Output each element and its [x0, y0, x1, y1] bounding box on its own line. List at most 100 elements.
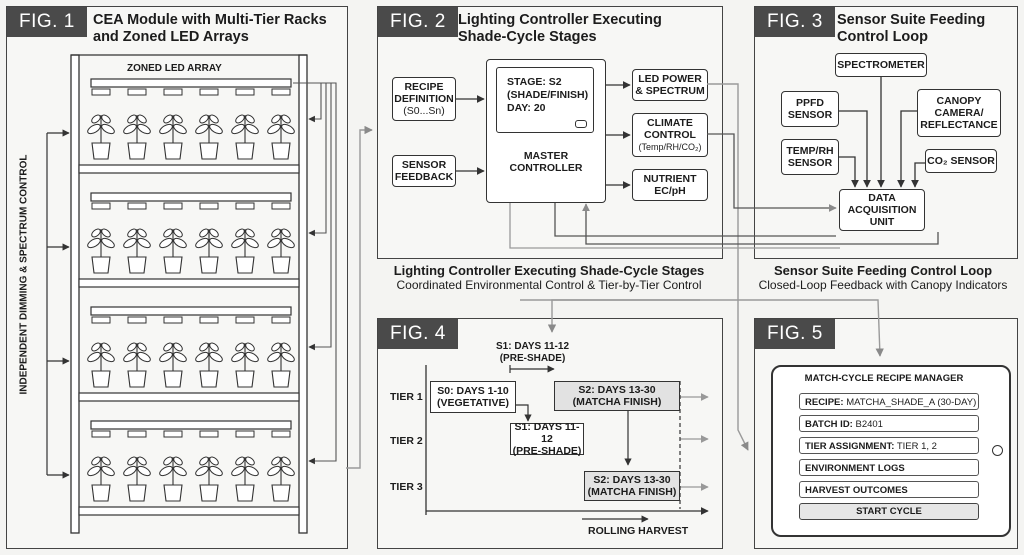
plant-leaf	[245, 228, 255, 238]
plant-leaf	[91, 228, 101, 238]
plant-pot	[199, 142, 219, 160]
plant-pot	[91, 256, 111, 274]
plant-leaf	[271, 114, 281, 124]
fig5-tag: FIG. 5	[755, 319, 835, 349]
plant-leaf	[271, 456, 281, 466]
plant-leaf	[281, 465, 295, 477]
plant-leaf	[127, 228, 137, 238]
plant-leaf	[209, 228, 219, 238]
plant-leaf	[173, 465, 187, 477]
fig3-connectors	[837, 77, 929, 188]
plant-leaf	[245, 465, 259, 477]
led-bar	[90, 78, 292, 88]
plant-leaf	[101, 465, 115, 477]
rack-post-left	[70, 54, 80, 534]
plant-leaf	[281, 228, 291, 238]
tier1-s2-box: S2: DAYS 13-30(MATCHA FINISH)	[554, 381, 680, 411]
rack-shelf	[78, 164, 300, 174]
plant-leaf	[267, 123, 281, 135]
plant-leaf	[173, 342, 183, 352]
led-fixture	[163, 316, 183, 324]
plant-leaf	[159, 237, 173, 249]
batch-id-field[interactable]: BATCH ID: B2401	[799, 415, 979, 432]
led-fixture	[271, 316, 291, 324]
fig1-panel: FIG. 1 CEA Module with Multi-Tier Racks …	[6, 6, 348, 549]
plant-leaf	[137, 465, 151, 477]
led-fixture	[91, 202, 111, 210]
plant-leaf	[87, 123, 101, 135]
led-fixture	[199, 430, 219, 438]
fig4-timeline	[425, 365, 709, 523]
led-fixture	[163, 202, 183, 210]
tier3-label: TIER 3	[390, 481, 423, 493]
tier2-s1-box: S1: DAYS 11-12(PRE-SHADE)	[510, 421, 584, 457]
plant-leaf	[159, 465, 173, 477]
plant-pot	[163, 484, 183, 502]
led-fixture	[235, 430, 255, 438]
plant-leaf	[209, 237, 223, 249]
plant-pot	[271, 256, 291, 274]
fig2-tag: FIG. 2	[378, 7, 458, 37]
plant-leaf	[137, 228, 147, 238]
plant-leaf	[137, 123, 151, 135]
plant-leaf	[123, 237, 137, 249]
plant-leaf	[235, 228, 245, 238]
plant-leaf	[231, 465, 245, 477]
tablet-home-button-icon[interactable]	[992, 445, 1003, 456]
plant-leaf	[101, 351, 115, 363]
led-fixture	[163, 430, 183, 438]
co2-sensor-box: CO₂ SENSOR	[925, 149, 997, 173]
environment-logs-item[interactable]: ENVIRONMENT LOGS	[799, 459, 979, 476]
led-fixture	[271, 202, 291, 210]
plant-leaf	[199, 114, 209, 124]
tier-assignment-field[interactable]: TIER ASSIGNMENT: TIER 1, 2	[799, 437, 979, 454]
plant-pot	[199, 484, 219, 502]
plant-leaf	[127, 342, 137, 352]
plant-leaf	[87, 237, 101, 249]
fig4-tag: FIG. 4	[378, 319, 458, 349]
plant-pot	[271, 484, 291, 502]
led-fixture	[235, 316, 255, 324]
plant-leaf	[173, 351, 187, 363]
tier1-label: TIER 1	[390, 391, 423, 403]
led-fixture	[271, 88, 291, 96]
plant-leaf	[245, 237, 259, 249]
plant-leaf	[267, 237, 281, 249]
plant-pot	[199, 370, 219, 388]
plant-pot	[127, 256, 147, 274]
led-fixture	[235, 88, 255, 96]
plant-leaf	[195, 351, 209, 363]
led-bar	[90, 420, 292, 430]
fig3-caption: Sensor Suite Feeding Control Loop Closed…	[758, 263, 1008, 292]
plant-leaf	[87, 465, 101, 477]
plant-leaf	[87, 351, 101, 363]
plant-leaf	[137, 342, 147, 352]
plant-leaf	[127, 456, 137, 466]
start-cycle-button[interactable]: START CYCLE	[799, 503, 979, 520]
plant-leaf	[173, 237, 187, 249]
plant-leaf	[137, 114, 147, 124]
plant-pot	[235, 484, 255, 502]
fig1-tag: FIG. 1	[7, 7, 87, 37]
plant-leaf	[267, 465, 281, 477]
app-title: MATCH-CYCLE RECIPE MANAGER	[804, 373, 964, 384]
plant-leaf	[137, 456, 147, 466]
plant-leaf	[245, 351, 259, 363]
plant-leaf	[195, 123, 209, 135]
plant-pot	[91, 370, 111, 388]
fig3-title: Sensor Suite Feeding Control Loop	[837, 12, 986, 45]
plant-leaf	[173, 114, 183, 124]
recipe-field[interactable]: RECIPE: MATCHA_SHADE_A (30-DAY)	[799, 393, 979, 410]
led-fixture	[235, 202, 255, 210]
plant-pot	[271, 142, 291, 160]
plant-leaf	[163, 456, 173, 466]
plant-leaf	[271, 228, 281, 238]
harvest-outcomes-item[interactable]: HARVEST OUTCOMES	[799, 481, 979, 498]
plant-leaf	[173, 228, 183, 238]
plant-pot	[127, 142, 147, 160]
led-fixture	[91, 316, 111, 324]
